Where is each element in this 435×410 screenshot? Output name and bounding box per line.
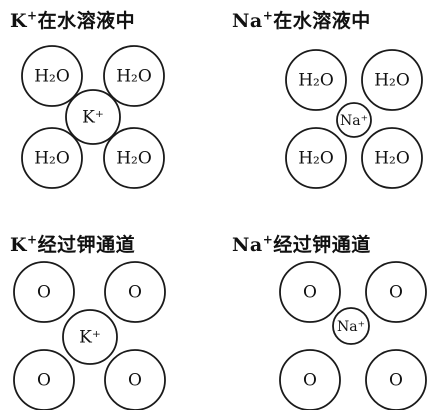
sodium-ion [332, 307, 370, 345]
atom-label: O [389, 283, 403, 303]
panel-na-water: Na+在水溶液中 H₂O H₂O H₂O H₂O Na⁺ [232, 6, 432, 189]
title-text: 在水溶液中 [273, 10, 371, 32]
atom-label: O [389, 371, 403, 391]
atom-label: O [303, 371, 317, 391]
water-molecule [285, 49, 347, 111]
atom-label: O [303, 283, 317, 303]
title-text: 经过钾通道 [273, 234, 371, 256]
panel-k-water: K+在水溶液中 H₂O H₂O H₂O H₂O K⁺ [10, 6, 210, 189]
title-charge: + [262, 232, 274, 247]
water-molecule [361, 127, 423, 189]
title-charge: + [27, 8, 38, 23]
title-ion: K [10, 234, 28, 256]
panel-na-channel: Na+经过钾通道 O O O O Na⁺ [232, 230, 432, 410]
title-charge: + [27, 232, 38, 247]
water-molecule [285, 127, 347, 189]
title-charge: + [262, 8, 274, 23]
panel-title: K+经过钾通道 [10, 230, 135, 257]
panel-title: Na+在水溶液中 [232, 6, 371, 33]
oxygen-atom [104, 261, 166, 323]
molecule-label: H₂O [374, 149, 410, 169]
water-molecule [21, 45, 83, 107]
ion-label: Na⁺ [337, 319, 365, 335]
na-channel-diagram: O O O O Na⁺ [279, 261, 427, 410]
atom-label: O [37, 283, 51, 303]
panel-title: Na+经过钾通道 [232, 230, 371, 257]
ion-label: K⁺ [79, 328, 101, 348]
na-water-diagram: H₂O H₂O H₂O H₂O Na⁺ [285, 49, 423, 189]
molecule-label: H₂O [116, 67, 152, 87]
title-ion: Na [232, 10, 263, 32]
oxygen-atom [104, 349, 166, 410]
oxygen-atom [279, 261, 341, 323]
molecule-label: H₂O [34, 67, 70, 87]
atom-label: O [128, 283, 142, 303]
water-molecule [103, 127, 165, 189]
oxygen-atom [13, 349, 75, 410]
atom-label: O [37, 371, 51, 391]
oxygen-atom [279, 349, 341, 410]
oxygen-atom [365, 349, 427, 410]
ion-label: K⁺ [82, 108, 104, 128]
water-molecule [21, 127, 83, 189]
water-molecule [103, 45, 165, 107]
potassium-ion [65, 89, 121, 145]
title-text: 在水溶液中 [37, 10, 136, 32]
potassium-ion [62, 309, 118, 365]
panel-k-channel: K+经过钾通道 O O O O K⁺ [10, 230, 210, 410]
water-molecule [361, 49, 423, 111]
k-water-diagram: H₂O H₂O H₂O H₂O K⁺ [21, 45, 165, 189]
panel-title: K+在水溶液中 [10, 6, 135, 33]
title-text: 经过钾通道 [37, 234, 136, 256]
molecule-label: H₂O [298, 149, 334, 169]
title-ion: Na [232, 234, 263, 256]
oxygen-atom [365, 261, 427, 323]
title-ion: K [10, 10, 28, 32]
molecule-label: H₂O [116, 149, 152, 169]
k-channel-diagram: O O O O K⁺ [13, 261, 166, 410]
ion-label: Na⁺ [340, 113, 368, 129]
molecule-label: H₂O [34, 149, 70, 169]
molecule-label: H₂O [374, 71, 410, 91]
sodium-ion [336, 102, 372, 138]
molecule-label: H₂O [298, 71, 334, 91]
atom-label: O [128, 371, 142, 391]
oxygen-atom [13, 261, 75, 323]
